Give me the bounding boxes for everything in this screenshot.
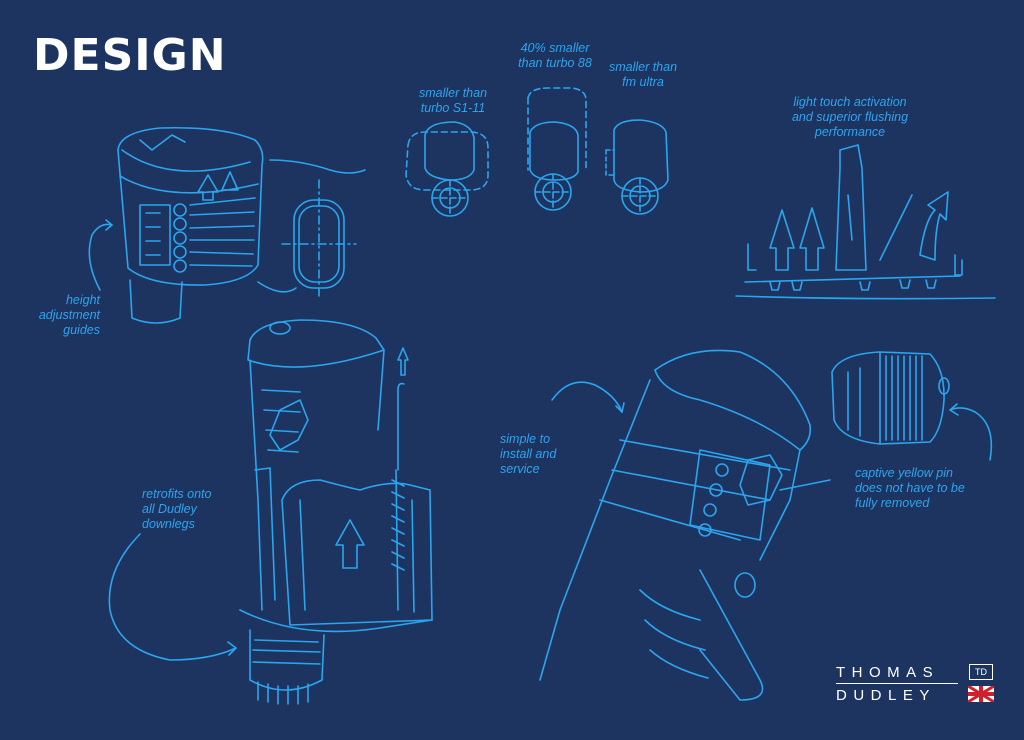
install-arrow	[552, 382, 622, 412]
logo-divider	[836, 683, 958, 684]
angled-valve-sketch	[540, 350, 830, 700]
size-comparison-sketches	[406, 88, 668, 216]
thomas-dudley-logo: THOMAS DUDLEY TD	[836, 664, 996, 704]
retrofit-arrow	[109, 534, 236, 660]
retrofits-note: retrofits onto all Dudley downlegs	[142, 487, 212, 531]
section-profile-sketch	[282, 180, 356, 300]
top-valve-arrow	[89, 224, 112, 290]
forty-percent-smaller-note: 40% smaller than turbo 88	[518, 41, 592, 70]
simple-install-note: simple to install and service	[500, 432, 557, 476]
main-valve-sketch	[240, 320, 432, 704]
td-badge: TD	[969, 664, 993, 680]
top-valve-sketch	[118, 128, 263, 323]
flushing-diagram-sketch	[736, 145, 995, 299]
smaller-than-s1-note: smaller than turbo S1-11	[418, 86, 488, 115]
logo-line-2: DUDLEY	[836, 687, 936, 704]
height-guides-note: height adjustment guides	[38, 293, 100, 337]
logo-line-1: THOMAS	[836, 664, 940, 681]
union-jack-flag-icon	[968, 686, 994, 702]
page-title: DESIGN	[33, 30, 227, 81]
captive-pin-arrow	[950, 408, 991, 460]
light-touch-note: light touch activation and superior flus…	[791, 95, 909, 139]
captive-pin-note: captive yellow pin does not have to be f…	[855, 466, 965, 510]
smaller-than-fm-note: smaller than fm ultra	[608, 60, 678, 89]
captive-pin-sketch	[832, 352, 949, 444]
